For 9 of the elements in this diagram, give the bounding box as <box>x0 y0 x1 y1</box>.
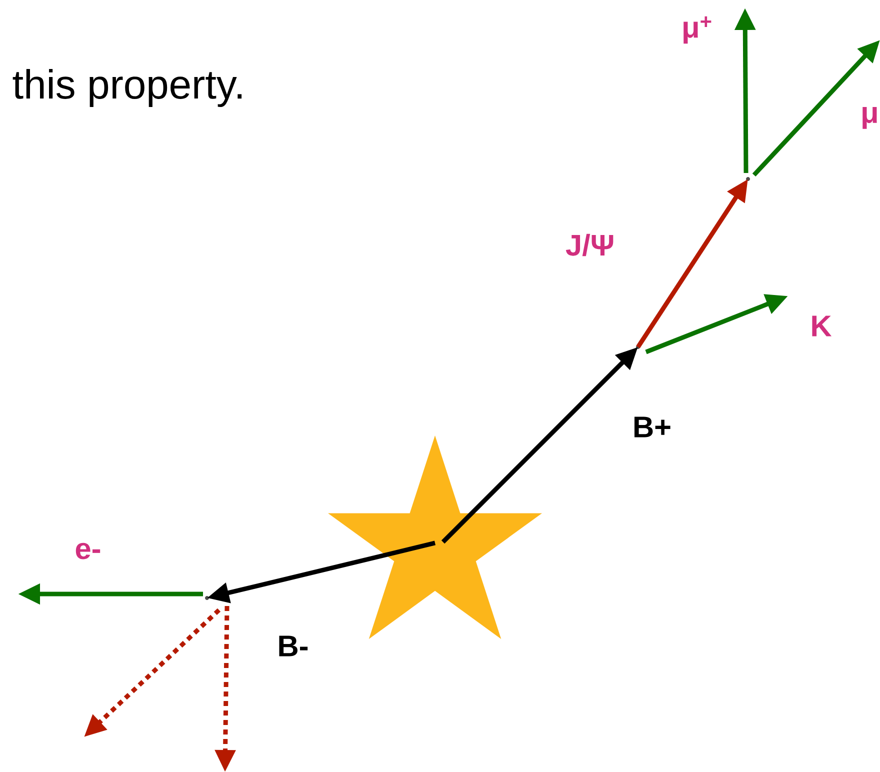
edge-label: μ <box>862 107 877 129</box>
edge-label: J/Ψ <box>566 234 614 256</box>
edge-label: K <box>812 316 832 336</box>
edge-label: μ$^{+}$ <box>684 16 712 44</box>
edge-label: e- <box>76 542 100 560</box>
text-fragment: this property. <box>12 68 242 108</box>
edge-label: B+ <box>634 416 670 438</box>
star-shape <box>328 436 542 639</box>
edge-label: B- <box>279 636 308 656</box>
